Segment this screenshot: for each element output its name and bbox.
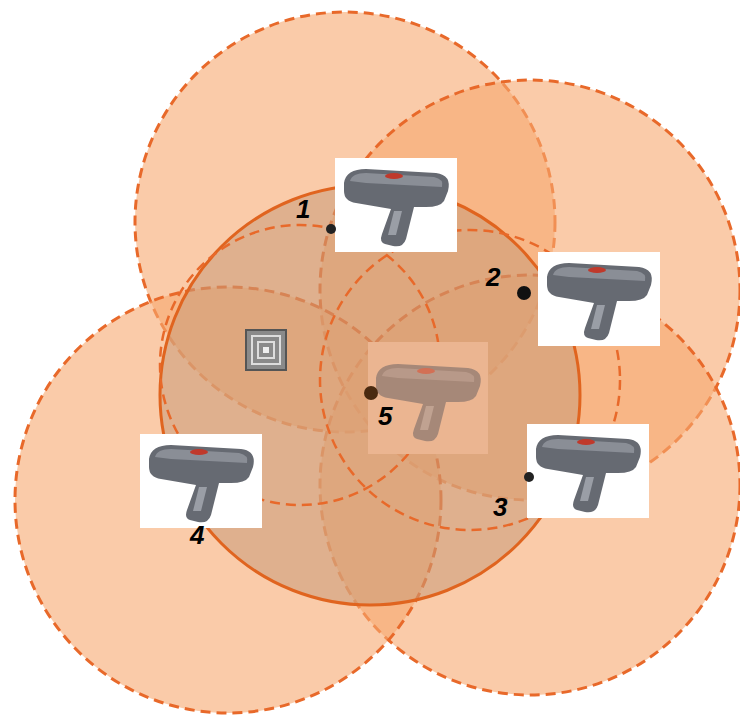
coverage-circles — [15, 12, 740, 713]
scanner-icon — [536, 435, 641, 512]
callout-number: 4 — [190, 522, 204, 548]
scanner-frame — [140, 434, 262, 528]
reader-scanners — [140, 158, 660, 528]
reader-dot — [364, 386, 378, 400]
callout-number: 1 — [296, 196, 310, 222]
reader-dot — [524, 472, 534, 482]
scanner-icon — [149, 445, 254, 522]
tag-chip — [263, 347, 269, 353]
scanner-icon — [368, 342, 488, 454]
callout-number: 2 — [486, 264, 500, 290]
scanner-tint — [368, 342, 488, 454]
scanner-icon — [344, 169, 449, 246]
scanner-icon — [547, 263, 652, 340]
scanner-frame — [527, 424, 649, 518]
reader-points — [326, 224, 534, 482]
scanner-frame — [538, 252, 660, 346]
tag-antenna — [252, 336, 280, 364]
rfid-tag — [246, 330, 286, 370]
tag-body — [246, 330, 286, 370]
reader-dot — [326, 224, 336, 234]
scanner-frame — [368, 342, 488, 454]
callout-number: 3 — [493, 494, 507, 520]
scanner-frame — [335, 158, 457, 252]
reader-dot — [517, 286, 531, 300]
tag-antenna — [258, 342, 274, 358]
callout-number: 5 — [378, 403, 392, 429]
